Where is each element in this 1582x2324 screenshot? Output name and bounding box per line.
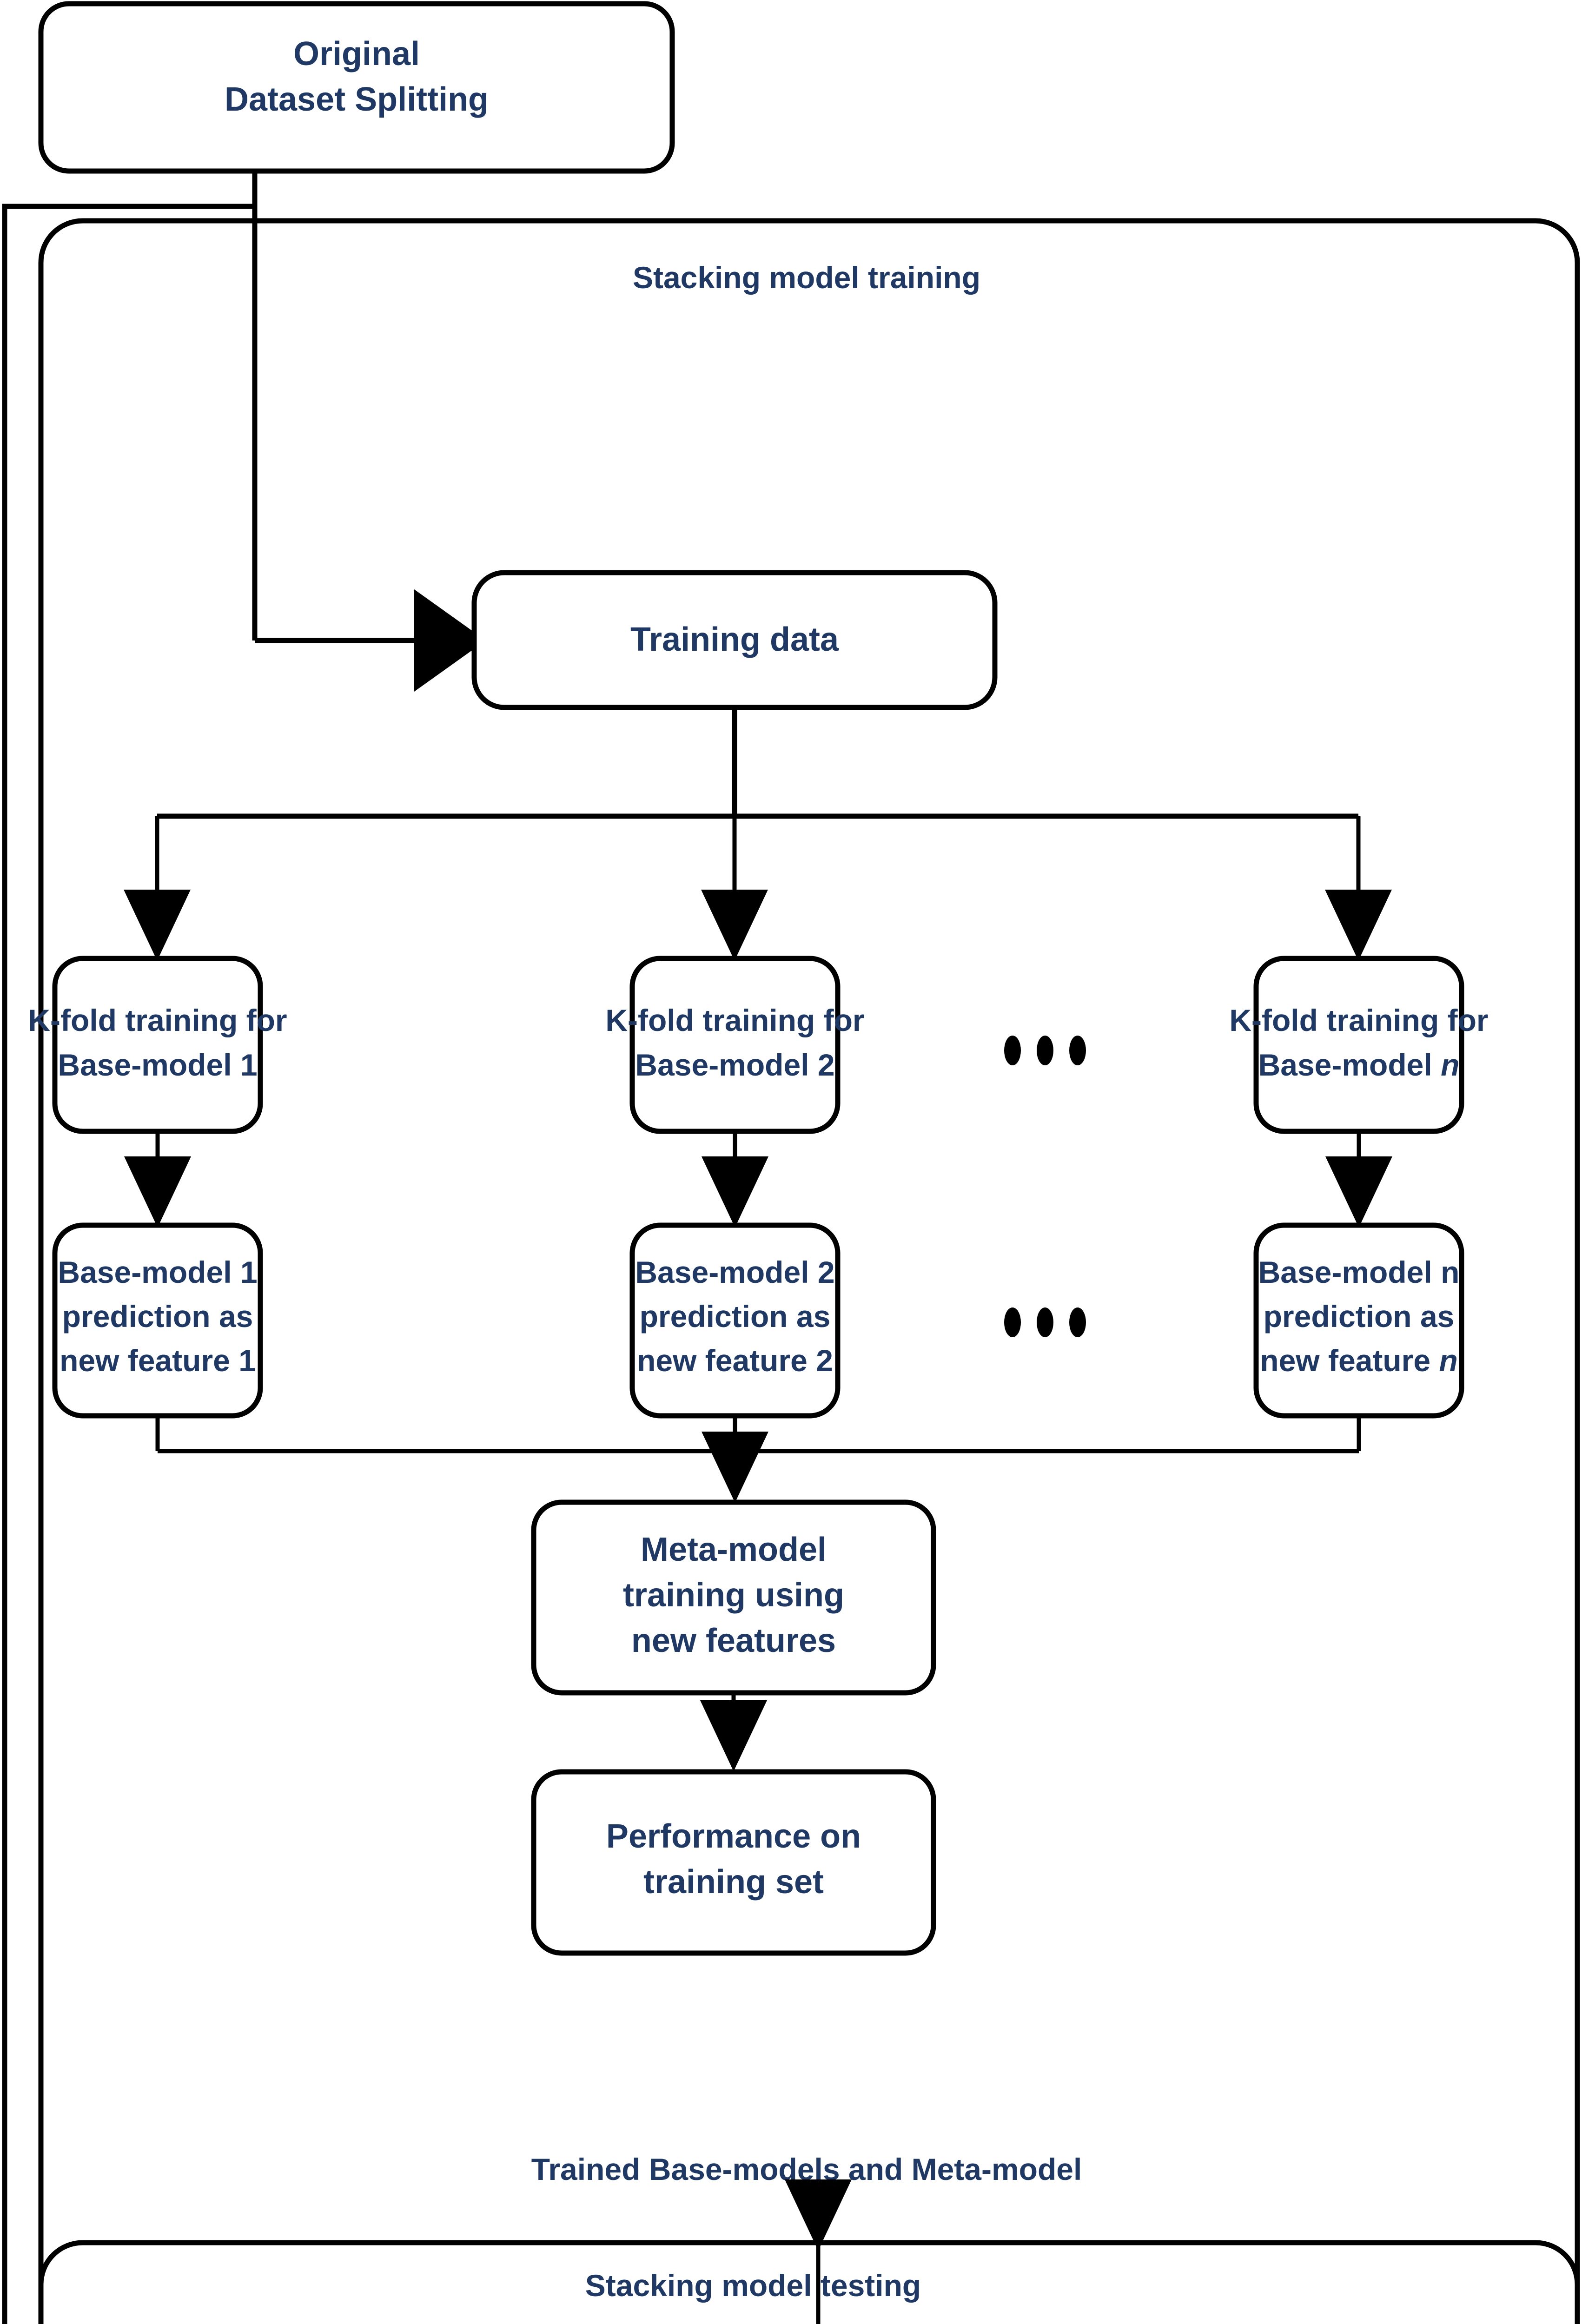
feature-2-line3-suffix: 2 xyxy=(816,1343,833,1378)
feature-2-line3: new feature 2 xyxy=(637,1343,833,1378)
kfold-2-line1: K-fold training for xyxy=(605,1003,864,1037)
stacking-model-testing-title: Stacking model testing xyxy=(585,2268,921,2303)
feature-1-line3-prefix: new feature xyxy=(60,1343,238,1378)
edge-features-merge-bus xyxy=(155,1416,1361,1453)
training-data-label: Training data xyxy=(630,621,839,658)
original-dataset-splitting-line1: Original xyxy=(293,35,420,73)
feature-n-line2: prediction as xyxy=(1264,1299,1455,1334)
edge-to-testing-data-route xyxy=(2,204,255,2324)
meta-model-training-line3: new features xyxy=(631,1622,836,1659)
meta-model-training-line1: Meta-model xyxy=(641,1531,827,1568)
original-dataset-splitting-line2: Dataset Splitting xyxy=(225,81,489,118)
feature-2-line3-prefix: new feature xyxy=(637,1343,816,1378)
performance-training-line1: Performance on xyxy=(606,1818,861,1855)
kfold-2-line2-prefix: Base-model xyxy=(635,1048,817,1082)
node-performance-training-set[interactable] xyxy=(531,1769,936,1956)
feature-1-line3: new feature 1 xyxy=(60,1343,256,1378)
node-kfold-base-model-1[interactable] xyxy=(52,956,263,1134)
node-original-dataset-splitting[interactable] xyxy=(38,1,675,174)
feature-2-line1: Base-model 2 xyxy=(635,1255,834,1289)
feature-1-line1: Base-model 1 xyxy=(58,1255,257,1289)
connector-label-trained-models: Trained Base-models and Meta-model xyxy=(531,2152,1082,2186)
kfold-n-line2-suffix: n xyxy=(1441,1048,1459,1082)
kfold-n-line2: Base-model n xyxy=(1258,1048,1460,1082)
feature-n-line1: Base-model n xyxy=(1258,1255,1460,1289)
kfold-n-line2-prefix: Base-model xyxy=(1258,1048,1441,1082)
feature-n-line3-suffix: n xyxy=(1439,1343,1457,1378)
kfold-1-line2-suffix: 1 xyxy=(240,1048,258,1082)
kfold-2-line2: Base-model 2 xyxy=(635,1048,834,1082)
kfold-1-line2: Base-model 1 xyxy=(58,1048,257,1082)
kfold-2-line2-suffix: 2 xyxy=(818,1048,835,1082)
feature-n-line3: new feature n xyxy=(1260,1343,1457,1378)
container-stacking-model-testing xyxy=(38,2240,1580,2324)
feature-1-line2: prediction as xyxy=(62,1299,253,1334)
container-stacking-model-training xyxy=(38,218,1580,2324)
feature-n-line3-prefix: new feature xyxy=(1260,1343,1439,1378)
kfold-1-line2-prefix: Base-model xyxy=(58,1048,240,1082)
edge-training-fanout-bus xyxy=(157,707,1358,819)
stacking-model-training-title: Stacking model training xyxy=(633,260,980,295)
feature-2-line2: prediction as xyxy=(640,1299,831,1334)
meta-model-training-line2: training using xyxy=(623,1577,844,1614)
kfold-n-line1: K-fold training for xyxy=(1229,1003,1488,1037)
kfold-row-ellipsis xyxy=(1004,1036,1086,1065)
performance-training-line2: training set xyxy=(643,1863,824,1901)
node-kfold-base-model-n[interactable] xyxy=(1253,956,1464,1134)
kfold-1-line1: K-fold training for xyxy=(28,1003,287,1037)
feature-1-line3-suffix: 1 xyxy=(238,1343,256,1378)
node-kfold-base-model-2[interactable] xyxy=(629,956,841,1134)
feature-row-ellipsis xyxy=(1004,1307,1086,1337)
